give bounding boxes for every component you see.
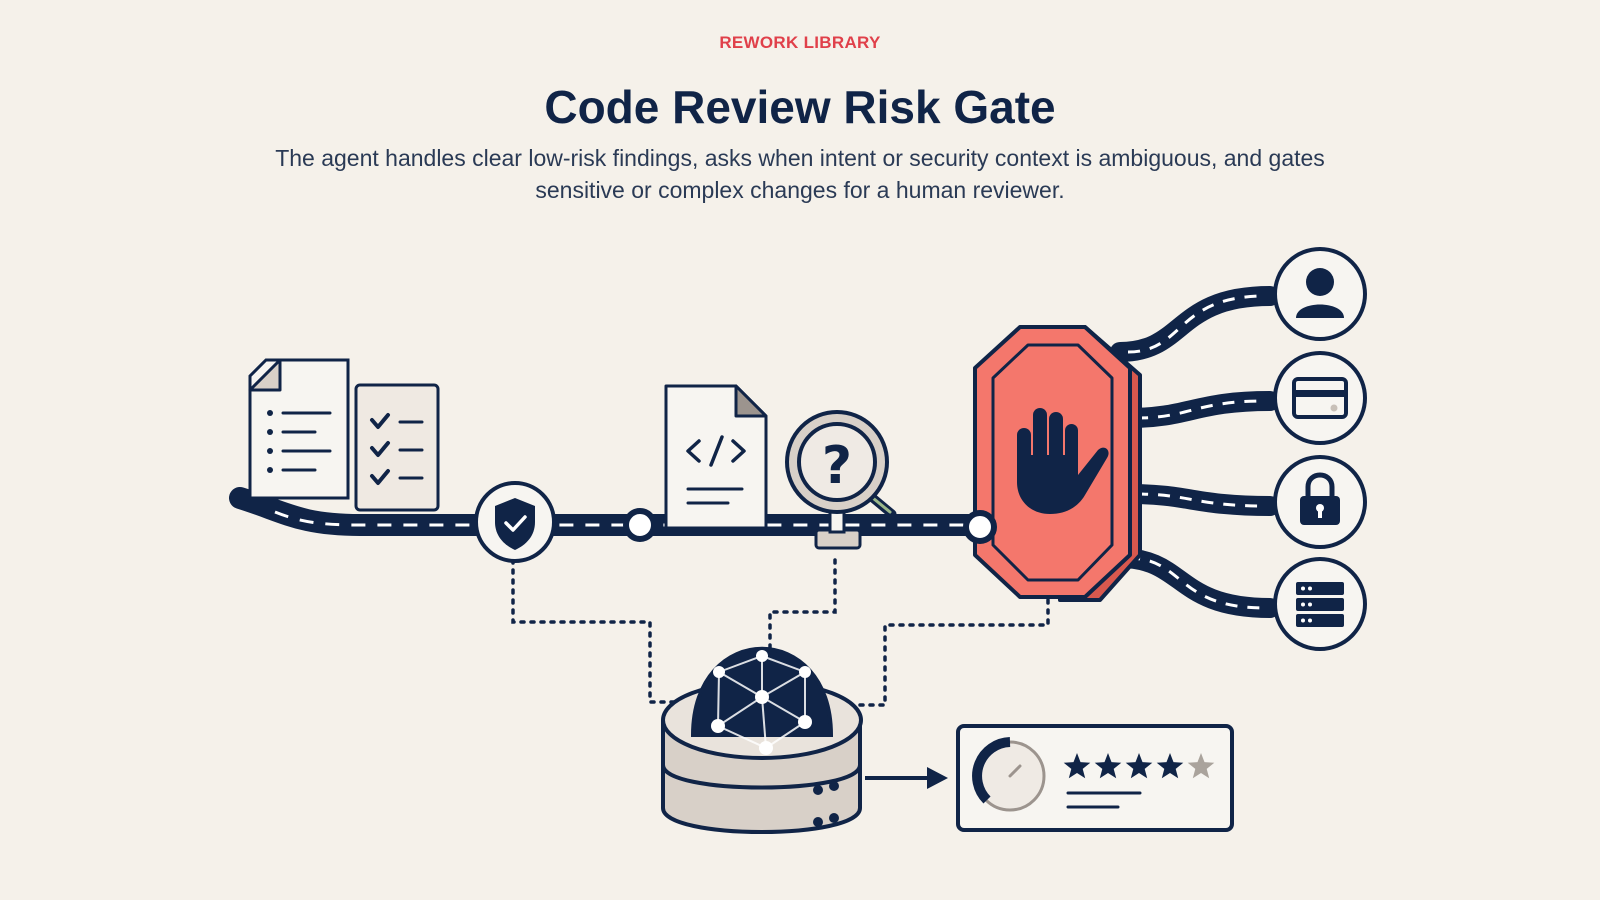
gauge-rating-icon [956, 724, 1234, 832]
credit-card-icon [1273, 351, 1367, 445]
document-list-icon [248, 358, 350, 500]
lock-icon [1273, 455, 1367, 549]
page-title: Code Review Risk Gate [544, 81, 1056, 133]
main-road [229, 487, 991, 536]
arrow-right-icon [865, 767, 948, 789]
hand-stop-icon [963, 325, 1142, 602]
person-icon [1273, 247, 1367, 341]
checklist-icon [354, 383, 440, 512]
page-subtitle: The agent handles clear low-risk finding… [275, 145, 1325, 203]
network-dome-database-icon [661, 646, 863, 834]
star-empty-icon [1187, 753, 1215, 779]
svg-text:?: ? [822, 436, 852, 496]
output-roads [1110, 286, 1280, 618]
star-filled-icon [1094, 753, 1122, 779]
star-filled-icon [1063, 753, 1091, 779]
rating-stars [1063, 753, 1215, 779]
shield-check-icon [474, 481, 556, 563]
star-filled-icon [1125, 753, 1153, 779]
code-file-icon [664, 384, 768, 530]
star-filled-icon [1156, 753, 1184, 779]
eyebrow-label: REWORK LIBRARY [719, 33, 881, 52]
road-waypoint [623, 508, 657, 542]
magnifier-question-icon: ? [785, 410, 897, 550]
server-icon [1273, 557, 1367, 651]
